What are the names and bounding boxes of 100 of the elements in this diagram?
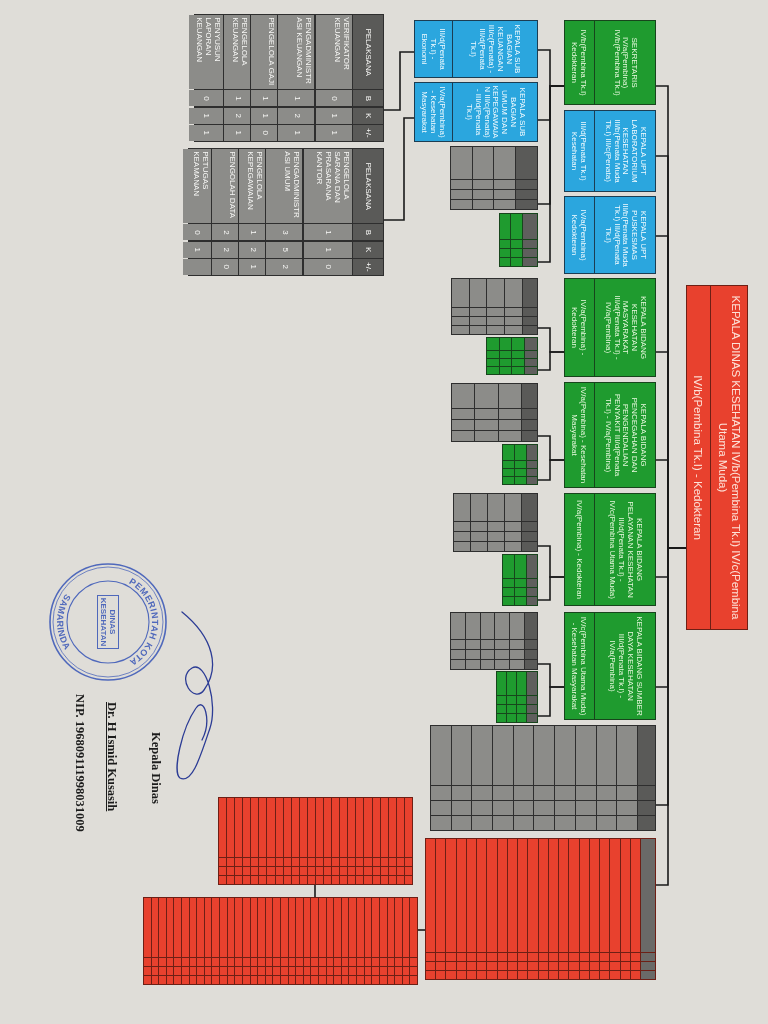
staff-count: 0: [212, 258, 239, 275]
rank-qualification: IV/a(Pembina) - Kesehatan Masyarakat: [569, 385, 588, 485]
staff-count: 1: [188, 124, 223, 141]
column-header: K: [352, 107, 383, 124]
position-box: [564, 493, 656, 606]
position-box: [414, 20, 538, 78]
rank-qualification: IV/c(Pembina Utama Muda) - Kesehatan Masyarakat: [569, 615, 588, 717]
column-header: B: [352, 90, 383, 107]
staff-count: 2: [266, 258, 303, 275]
staff-count: 1: [188, 107, 223, 124]
position-box: [686, 285, 748, 630]
position-box: [564, 196, 656, 274]
connector-line: [537, 459, 565, 481]
column-header: B: [352, 224, 383, 241]
position-name: PENGADMINISTRASI KEUANGAN: [278, 15, 315, 90]
position-name: PENYUSUN LAPORAN KEUANGAN: [188, 15, 223, 90]
position-title: SEKRETARIS IV/a(Pembina) IV/b(Pembina Tk.I): [611, 28, 639, 98]
staff-count: 1: [239, 224, 266, 241]
staff-count: 0: [188, 90, 223, 107]
staff-count: 0: [315, 90, 352, 107]
position-box: [564, 110, 656, 192]
staffing-table-drawing: [499, 213, 538, 267]
column-header: +/-: [352, 124, 383, 141]
position-name: PENGADMINISTRASI UMUM: [266, 149, 303, 224]
connector-line: [314, 884, 316, 898]
staffing-table-drawing: [451, 383, 538, 442]
staffing-table-drawing: [450, 612, 538, 670]
position-name: PENGELOLA KEUANGAN: [224, 15, 251, 90]
staff-count: 3: [266, 224, 303, 241]
position-box: [414, 82, 538, 142]
staff-count: 2: [239, 241, 266, 258]
rank-qualification: IV/a(Pembina) - Kedokteran: [574, 499, 583, 600]
connector-line: [417, 929, 426, 931]
staff-count: 1: [315, 124, 352, 141]
position-title: KEPALA DINAS KESEHATAN IV/b(Pembina Tk.I) IV/c(Pembina Utama Muda): [716, 294, 742, 622]
rank-qualification: IV/b(Pembina Tk.I) - Kedokteran: [691, 375, 704, 540]
staffing-table-drawing: [143, 897, 418, 985]
staff-count: 2: [212, 224, 239, 241]
position-title: KEPALA SUB BAGIAN KEUANGAN III/c(Penata) - III/d(Penata Tk.I): [468, 23, 522, 75]
staffing-table-drawing: [486, 337, 538, 375]
position-title: KEPALA BIDANG PENCEGAHAN DAN PENGENDALIAN PENYAKIT III/d(Penata Tk.I) - IV/a(Pembina): [603, 392, 647, 479]
signature-text: NIP. 196809111998031009: [72, 694, 86, 832]
staffing-table-drawing: [450, 146, 538, 210]
staff-count: 0: [182, 224, 211, 241]
rank-qualification: IV/a(Pembina) - Kedokteran: [569, 298, 588, 358]
staffing-table-drawing: [430, 725, 656, 831]
position-title: KEPALA BIDANG KESEHATAN MASYARAKAT III/d(Penata Tk.I) - IV/a(Pembina): [603, 294, 647, 362]
staff-count: 1: [251, 107, 278, 124]
staff-count: 1: [278, 124, 315, 141]
staff-count: 1: [303, 241, 352, 258]
position-title: KEPALA BIDANG SUMBER DAYA KESEHATAN III/d(Penata Tk.I) - IV/a(Pembina): [607, 615, 643, 717]
staffing-table-drawing: [425, 838, 656, 980]
position-name: PENGELOLA GAJI: [251, 15, 278, 90]
position-box: [564, 612, 656, 720]
staff-count: 1: [239, 258, 266, 275]
rank-qualification: IV/b(Pembina Tk.I) Kedokteran: [569, 28, 588, 98]
stamp-ring-text: SAMARINDA: [54, 592, 73, 652]
position-name: PENGELOLA SARANA DAN PRASARANA KANTOR: [303, 149, 352, 224]
staff-count: 5: [266, 241, 303, 258]
position-box: [564, 20, 656, 105]
position-name: PETUGAS KEAMANAN: [182, 149, 211, 224]
position-title: KEPALA UPT LABORATORIUM KESEHATAN III/b(Penata Muda Tk.I) III/c(Penata): [603, 118, 647, 185]
staffing-table-drawing: [453, 493, 538, 552]
rank-qualification: IV/a(Pembina) Kedokteran: [569, 208, 588, 263]
rank-qualification: IV/a(Pembina) - Kesehatan Masyarakat: [419, 85, 446, 139]
staff-count: 1: [251, 90, 278, 107]
staffing-table-drawing: [502, 444, 538, 485]
staff-count: 2: [212, 241, 239, 258]
rank-qualification: III/d(Penata Tk.I) - Ekonomi: [419, 27, 446, 72]
staffing-table-drawing: [502, 554, 538, 606]
staff-count: 1: [224, 90, 251, 107]
connector-line: [537, 351, 565, 371]
staff-count: 1: [182, 241, 211, 258]
staff-count: 0: [303, 258, 352, 275]
position-box: [564, 278, 656, 377]
position-title: KEPALA UPT PUSKESMAS III/b(Penata Muda Tk.I) III/d(Penata Tk.I): [603, 202, 647, 269]
staff-count: 1: [303, 224, 352, 241]
staff-count: 1: [224, 124, 251, 141]
staff-count: 2: [224, 107, 251, 124]
column-header: K: [352, 241, 383, 258]
signature-text: Kepala Dinas: [148, 732, 162, 804]
stamp-text: DINAS KESEHATAN: [96, 595, 119, 649]
staff-count: 0: [251, 124, 278, 141]
staff-count: 1: [278, 90, 315, 107]
signatory-name: Dr. H Ismid Kusasih: [104, 702, 118, 812]
position-name: PENGOLAH DATA: [212, 149, 239, 224]
staff-count: 1: [315, 107, 352, 124]
connector-line: [537, 686, 565, 717]
column-header: PELAKSANA: [352, 149, 383, 224]
position-name: PENGELOLA KEPEGAWAIAN: [239, 149, 266, 224]
column-header: +/-: [352, 258, 383, 275]
staffing-table-drawing: [496, 671, 538, 723]
column-header: PELAKSANA: [352, 15, 383, 90]
staff-count: 2: [278, 107, 315, 124]
position-title: KEPALA BIDANG PELAYANAN KESEHATAN III/d(Penata Tk.I) - IV/c(Pembina Utama Muda): [607, 499, 643, 601]
connector-line: [537, 576, 565, 601]
rank-qualification: III/d(Penata Tk.I) Kesehatan: [569, 120, 588, 183]
connector-line: [383, 51, 415, 111]
connector-line: [383, 117, 415, 221]
staffing-table-drawing: [218, 797, 413, 885]
